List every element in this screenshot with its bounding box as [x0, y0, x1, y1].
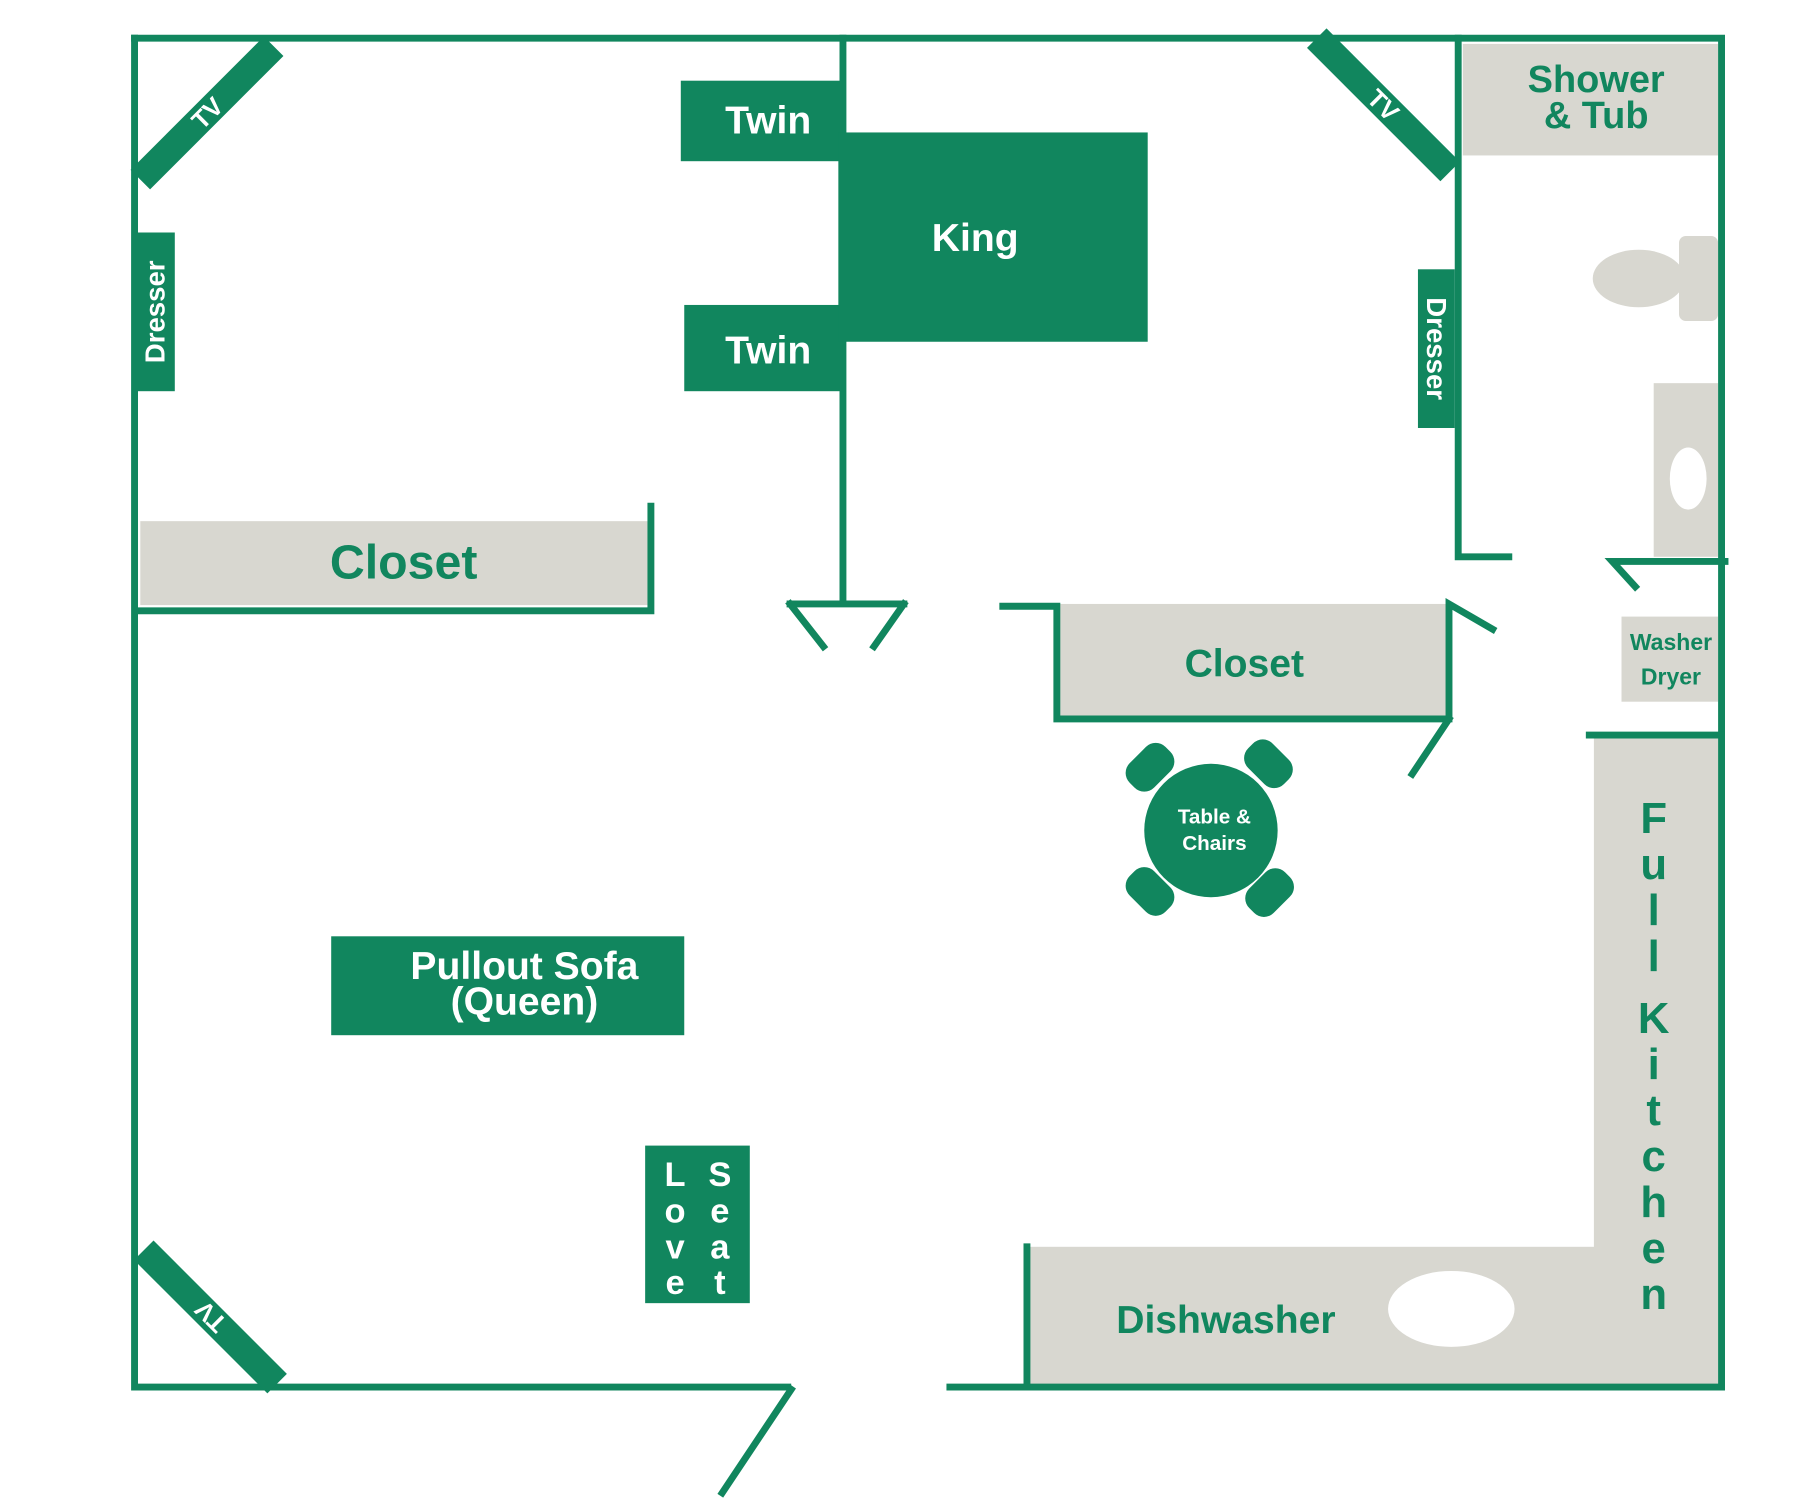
svg-text:e: e [1642, 1224, 1666, 1273]
love-seat [645, 1145, 750, 1304]
svg-text:F: F [1640, 794, 1667, 843]
svg-text:e: e [665, 1264, 684, 1302]
dishwasher-label: Dishwasher [1116, 1299, 1335, 1342]
twin-bed-bottom [684, 304, 843, 392]
svg-text:l: l [1648, 886, 1660, 935]
svg-text:S: S [708, 1156, 731, 1194]
washer-dryer [1621, 616, 1719, 702]
closet-right-label: Closet [1185, 642, 1304, 685]
svg-text:a: a [710, 1228, 730, 1266]
entry-door-swing [717, 1384, 796, 1498]
shower-tub [1462, 43, 1719, 156]
kitchen-sink [1388, 1270, 1515, 1347]
washer-label: Washer [1630, 629, 1712, 655]
sofa-label-1: Pullout Sofa [410, 945, 638, 988]
kitchen-counter-horizontal [1026, 1246, 1719, 1385]
svg-text:v: v [665, 1228, 685, 1266]
chair [1245, 868, 1294, 917]
tv-top-left: TV [130, 36, 284, 190]
bathroom-sink [1669, 447, 1707, 510]
dresser-right [1417, 269, 1455, 428]
king-bed-label: King [932, 217, 1019, 260]
svg-text:K: K [1638, 994, 1670, 1043]
twin-bed-top [680, 80, 843, 162]
svg-text:t: t [1646, 1086, 1661, 1135]
table-label-2: Chairs [1182, 832, 1246, 855]
table [1144, 763, 1278, 898]
svg-text:l: l [1648, 932, 1660, 981]
table-label-1: Table & [1178, 806, 1251, 829]
love-seat-label: L o v e S e a t [665, 1156, 732, 1302]
twin-bed-top-label: Twin [725, 100, 811, 143]
chair [1125, 867, 1175, 916]
closet-left-label: Closet [330, 536, 478, 590]
shower-label-1: Shower [1528, 59, 1665, 101]
twin-bed-bottom-label: Twin [725, 330, 811, 373]
svg-text:L: L [665, 1156, 686, 1194]
toilet-bowl [1592, 249, 1685, 308]
kitchen-label: F u l l K i t c h e n [1638, 794, 1670, 1319]
svg-text:h: h [1640, 1178, 1667, 1227]
svg-text:i: i [1648, 1040, 1660, 1089]
tv-top-right: TV [1307, 28, 1460, 182]
walls [131, 34, 1729, 1498]
dresser-left [135, 232, 175, 392]
table-and-chairs: Table & Chairs [1125, 739, 1294, 917]
svg-text:u: u [1640, 840, 1667, 889]
closet-right [1059, 603, 1447, 717]
toilet-tank [1679, 235, 1719, 322]
svg-text:c: c [1642, 1132, 1666, 1181]
tv-bottom-left: TV [134, 1240, 287, 1394]
shower-label-2: & Tub [1544, 95, 1649, 137]
svg-text:e: e [710, 1193, 729, 1231]
dryer-label: Dryer [1641, 663, 1701, 689]
dresser-right-label: Dresser [1421, 297, 1452, 400]
svg-text:o: o [665, 1193, 686, 1231]
king-bed [838, 132, 1148, 342]
pullout-sofa [331, 936, 685, 1036]
chair [1244, 739, 1293, 789]
svg-text:n: n [1640, 1270, 1667, 1319]
dresser-left-label: Dresser [139, 260, 170, 363]
svg-text:t: t [714, 1264, 726, 1302]
chair [1125, 742, 1175, 792]
sofa-label-2: (Queen) [451, 981, 599, 1024]
closet-left [140, 521, 648, 606]
